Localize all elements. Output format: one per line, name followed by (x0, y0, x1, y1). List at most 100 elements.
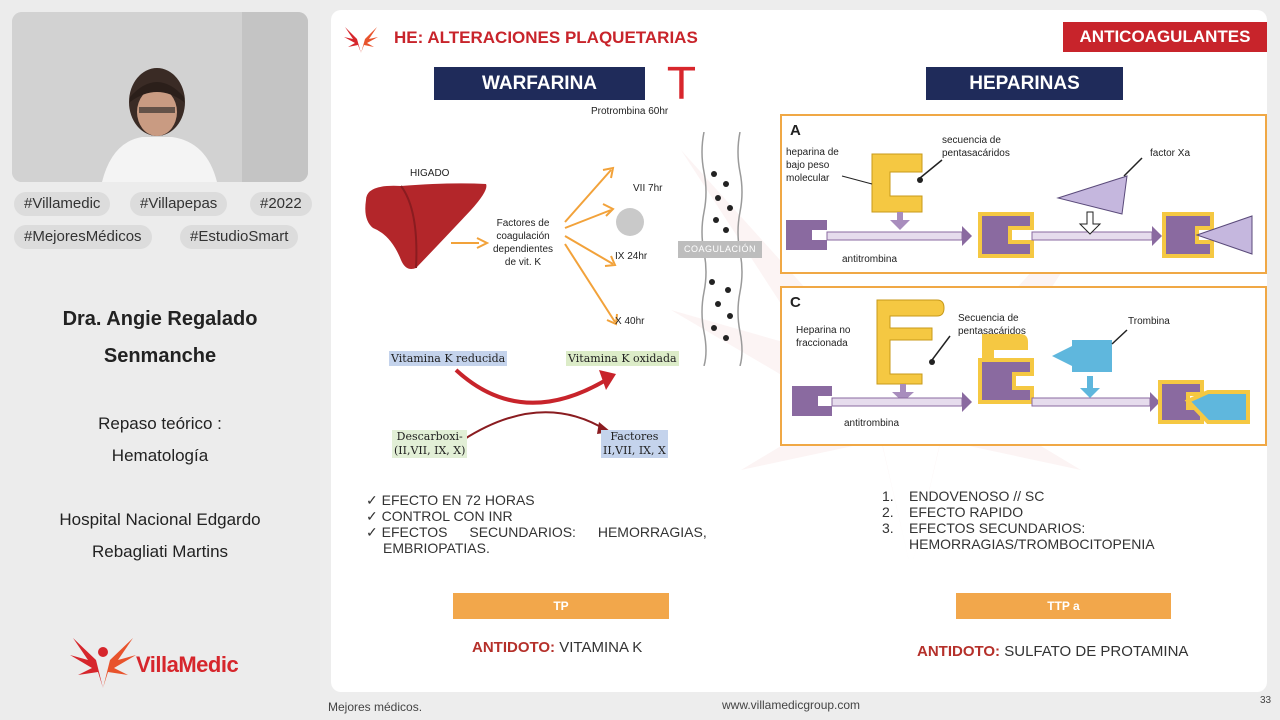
factor-x-label: X 40hr (615, 316, 645, 327)
list-item-text: EFECTO EN 72 HORAS (381, 492, 535, 508)
list-item: EMBRIOPATIAS. (366, 540, 716, 556)
warfarina-list: ✓ EFECTO EN 72 HORAS ✓ CONTROL CON INR ✓… (366, 492, 716, 556)
protrombina-label: Protrombina 60hr (591, 106, 669, 117)
list-item-text: EFECTOS SECUNDARIOS: HEMORRAGIAS, (381, 524, 707, 540)
liver-icon (365, 183, 487, 269)
descarboxi-line: Descarboxi- (396, 430, 463, 443)
seq-label: secuencia de pentasacáridos (942, 134, 1010, 160)
circle-icon (616, 208, 644, 236)
slide-logo-icon (344, 27, 378, 53)
arrow-icon (451, 237, 489, 249)
hnf-line: Heparina no (796, 325, 851, 336)
trombina-label: Trombina (1128, 316, 1170, 327)
factores-line: de vit. K (504, 257, 542, 268)
slide: HE: ALTERACIONES PLAQUETARIAS ANTICOAGUL… (331, 10, 1267, 692)
seq-line: Secuencia de (958, 313, 1019, 324)
doctor-name: Dra. Angie Regalado (62, 308, 258, 330)
heparin-mechanism-c-icon (792, 299, 1250, 424)
panel-letter: A (790, 122, 801, 139)
panel-letter: C (790, 294, 801, 311)
descarboxi-line: (II,VII, IX, X) (394, 444, 466, 457)
antitrombina-label: antitrombina (842, 254, 898, 265)
heparina-panel-a: A heparina de bajo peso molecular secuen… (780, 114, 1267, 274)
hnf-line: fraccionada (796, 338, 848, 349)
list-number: 2. (882, 504, 894, 520)
factor-vii-label: VII 7hr (633, 183, 663, 194)
list-item: ✓ EFECTO EN 72 HORAS (366, 492, 716, 508)
branch-arrows-icon (564, 166, 618, 326)
factores-box-line: II,VII, IX, X (603, 444, 666, 457)
seq-line: pentasacáridos (942, 148, 1010, 159)
slide-title: HE: ALTERACIONES PLAQUETARIAS (394, 28, 698, 47)
antidoto-label: ANTIDOTO: (917, 643, 1001, 660)
heparinas-heading: HEPARINAS (926, 67, 1123, 100)
hbpm-line: bajo peso (786, 160, 830, 171)
list-number: 3. (882, 520, 894, 536)
higado-label: HIGADO (410, 168, 450, 179)
presenter-video-icon (12, 12, 308, 182)
hashtag-tag: #EstudioSmart (180, 225, 299, 249)
list-item: 2. EFECTO RAPIDO (882, 504, 1202, 520)
warfarina-heading: WARFARINA (434, 67, 645, 100)
footer-website: www.villamedicgroup.com (722, 698, 861, 712)
factores-label: Factores de coagulación dependientes de … (483, 217, 563, 269)
list-item-text: EFECTO RAPIDO (909, 504, 1024, 520)
hbpm-line: heparina de (786, 147, 839, 158)
villamedic-logo (68, 630, 138, 695)
warfarina-antidoto: ANTIDOTO: VITAMINA K (472, 639, 642, 656)
topic-text: Hematología (111, 446, 209, 465)
hospital-text: Rebagliati Martins (91, 542, 229, 561)
coagulacion-label: COAGULACIÓN (678, 241, 762, 258)
factor-xa-label: factor Xa (1150, 148, 1191, 159)
seq-line: pentasacáridos (958, 326, 1026, 337)
hashtag-tag: #Villapepas (130, 192, 228, 216)
handwritten-annotation: T (668, 59, 695, 110)
factores-box-line: Factores (610, 430, 659, 443)
list-item-text: EMBRIOPATIAS. (383, 540, 490, 556)
seq-label: Secuencia de pentasacáridos (958, 312, 1026, 338)
antidoto-label: ANTIDOTO: (472, 639, 556, 656)
logo-text: VillaMedic (136, 652, 239, 677)
section-label: ANTICOAGULANTES (1063, 22, 1267, 52)
list-item-text: EFECTOS SECUNDARIOS: (909, 520, 1086, 536)
ttpa-bar: TTP a (956, 593, 1171, 619)
list-item: ✓ EFECTOS SECUNDARIOS: HEMORRAGIAS, (366, 524, 716, 540)
presenter-panel: #Villamedic #Villapepas #2022 #MejoresMé… (0, 0, 320, 720)
vit-k-reducida: Vitamina K reducida (389, 351, 508, 366)
list-number: 1. (882, 488, 894, 504)
antidoto-value: VITAMINA K (559, 639, 643, 656)
blood-vessel-icon (701, 132, 743, 366)
factores-box: Factores II,VII, IX, X (601, 430, 668, 458)
heparinas-antidoto: ANTIDOTO: SULFATO DE PROTAMINA (917, 643, 1188, 660)
hnf-label: Heparina no fraccionada (796, 324, 850, 350)
check-icon: ✓ (366, 508, 378, 524)
list-item-text: HEMORRAGIAS/TROMBOCITOPENIA (909, 536, 1155, 552)
check-icon: ✓ (366, 524, 378, 540)
check-icon: ✓ (366, 492, 378, 508)
heparina-panel-c: C Heparina no fraccionada Secuencia de p… (780, 286, 1267, 446)
hbpm-line: molecular (786, 173, 830, 184)
page-number: 33 (1260, 695, 1272, 706)
webcam-feed (12, 12, 308, 182)
seq-line: secuencia de (942, 135, 1001, 146)
factor-ix-label: IX 24hr (615, 251, 648, 262)
list-item-text: CONTROL CON INR (381, 508, 513, 524)
antitrombina-label: antitrombina (844, 418, 900, 429)
hashtag-tag: #2022 (250, 192, 312, 216)
footer-slogan: Mejores médicos. (328, 700, 423, 714)
factores-line: dependientes (492, 244, 554, 255)
factores-line: Factores de (496, 218, 550, 229)
tp-bar: TP (453, 593, 669, 619)
list-item-text: ENDOVENOSO // SC (909, 488, 1045, 504)
vit-k-oxidada: Vitamina K oxidada (566, 351, 679, 366)
hbpm-label: heparina de bajo peso molecular (786, 146, 839, 185)
descarboxi-label: Descarboxi- (II,VII, IX, X) (392, 430, 468, 458)
hashtag-tag: #MejoresMédicos (14, 225, 152, 249)
phoenix-icon (70, 638, 136, 688)
antidoto-value: SULFATO DE PROTAMINA (1004, 643, 1189, 660)
hospital-text: Hospital Nacional Edgardo (59, 510, 261, 529)
topic-text: Repaso teórico : (98, 414, 222, 433)
heparinas-list: 1. ENDOVENOSO // SC 2. EFECTO RAPIDO 3. EFE… (882, 488, 1202, 552)
list-item: 1. ENDOVENOSO // SC (882, 488, 1202, 504)
heparin-mechanism-a-icon (786, 153, 1253, 258)
